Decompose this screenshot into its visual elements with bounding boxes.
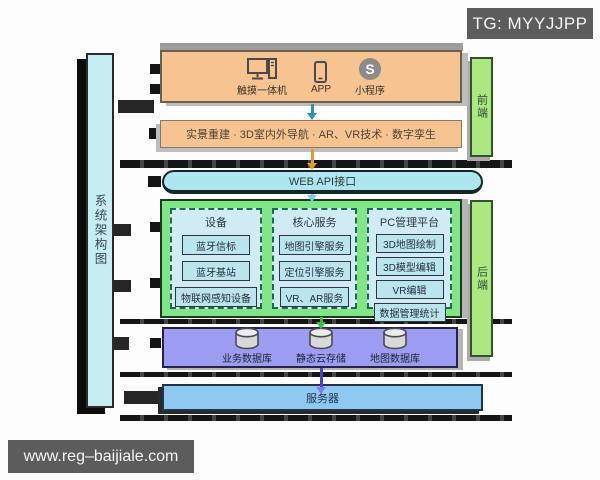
smartphone-icon [314,58,328,83]
service-item: 物联网感知设备 [175,287,257,307]
database-label: 业务数据库 [222,354,272,365]
service-group-core-services: 核心服务 地图引擎服务 定位引擎服务 VR、AR服务 [272,208,357,309]
connector-stub [150,278,161,288]
database-business: 业务数据库 [222,327,272,365]
site-watermark-badge: www.reg–baijiale.com [8,440,194,473]
miniprogram-icon: S [358,56,382,81]
touch-kiosk-icon [246,56,277,81]
front-end-label: 前端 [475,94,488,120]
service-group-title: 设备 [205,217,227,229]
connector-stub [150,84,161,94]
database-icon [235,327,259,350]
client-touch-kiosk: 触摸一体机 [237,56,287,97]
diagram-title-bar: 系统架构图 [86,53,114,408]
service-group-devices: 设备 蓝牙信标 蓝牙基站 物联网感知设备 [170,208,262,309]
web-api-layer: WEB API接口 [162,170,483,194]
label-chip [124,391,158,404]
connector-stub [150,64,161,74]
services-data-divider-line [120,319,512,324]
client-label: 触摸一体机 [236,86,287,97]
down-arrow-data-to-server [316,368,327,394]
client-label: APP [310,84,331,95]
down-arrow-banner-to-api [307,149,318,170]
database-map: 地图数据库 [370,327,420,365]
down-arrow-services-to-data [316,317,327,329]
back-end-label: 后端 [475,265,488,292]
down-arrow-api-to-services [307,194,318,202]
service-item: 地图引擎服务 [278,235,351,255]
database-label: 静态云存储 [296,354,346,365]
service-item: 蓝牙信标 [182,235,250,255]
client-miniprogram: S 小程序 [355,56,385,97]
service-group-title: 核心服务 [292,217,337,229]
service-item: VR编辑 [375,280,444,299]
top-shadow-band [160,43,463,51]
service-item: 3D模型编辑 [375,257,444,276]
connector-stub [149,128,161,139]
service-item: 定位引擎服务 [278,261,351,281]
connector-stub [150,338,161,348]
client-app: APP [311,58,331,95]
client-label: 小程序 [355,86,385,97]
service-item: 数据管理统计 [373,303,446,322]
tg-watermark-badge: TG: MYYJJPP [467,8,593,39]
service-layer-box: 设备 蓝牙信标 蓝牙基站 物联网感知设备 核心服务 地图引擎服务 定位引擎服务 … [160,199,462,322]
service-item: 3D地图绘制 [375,234,444,253]
service-group-pc-platform: PC管理平台 3D地图绘制 3D模型编辑 VR编辑 数据管理统计 [367,208,452,322]
service-item: VR、AR服务 [279,287,350,307]
label-chip [118,100,154,113]
front-end-rail: 前端 [470,57,493,157]
diagram-title: 系统架构图 [92,194,107,267]
back-end-rail: 后端 [470,200,493,357]
down-arrow-clients-to-banner [307,104,318,120]
database-icon [383,327,407,350]
connector-stub [150,222,161,232]
data-server-divider-line [120,372,512,377]
service-group-title: PC管理平台 [379,217,440,229]
database-icon [309,327,333,350]
connector-stub [148,176,161,187]
client-layer-box: 触摸一体机 APP S 小程序 [160,50,462,103]
data-layer-box: 业务数据库 静态云存储 地图数据库 [162,327,458,368]
bottom-divider-line [120,415,512,421]
database-label: 地图数据库 [370,354,420,365]
database-static-cloud: 静态云存储 [296,327,346,365]
svg-text:S: S [365,61,374,77]
capability-banner: 实景重建 · 3D室内外导航 · AR、VR技术 · 数字孪生 [160,120,462,148]
service-item: 蓝牙基站 [182,261,250,281]
